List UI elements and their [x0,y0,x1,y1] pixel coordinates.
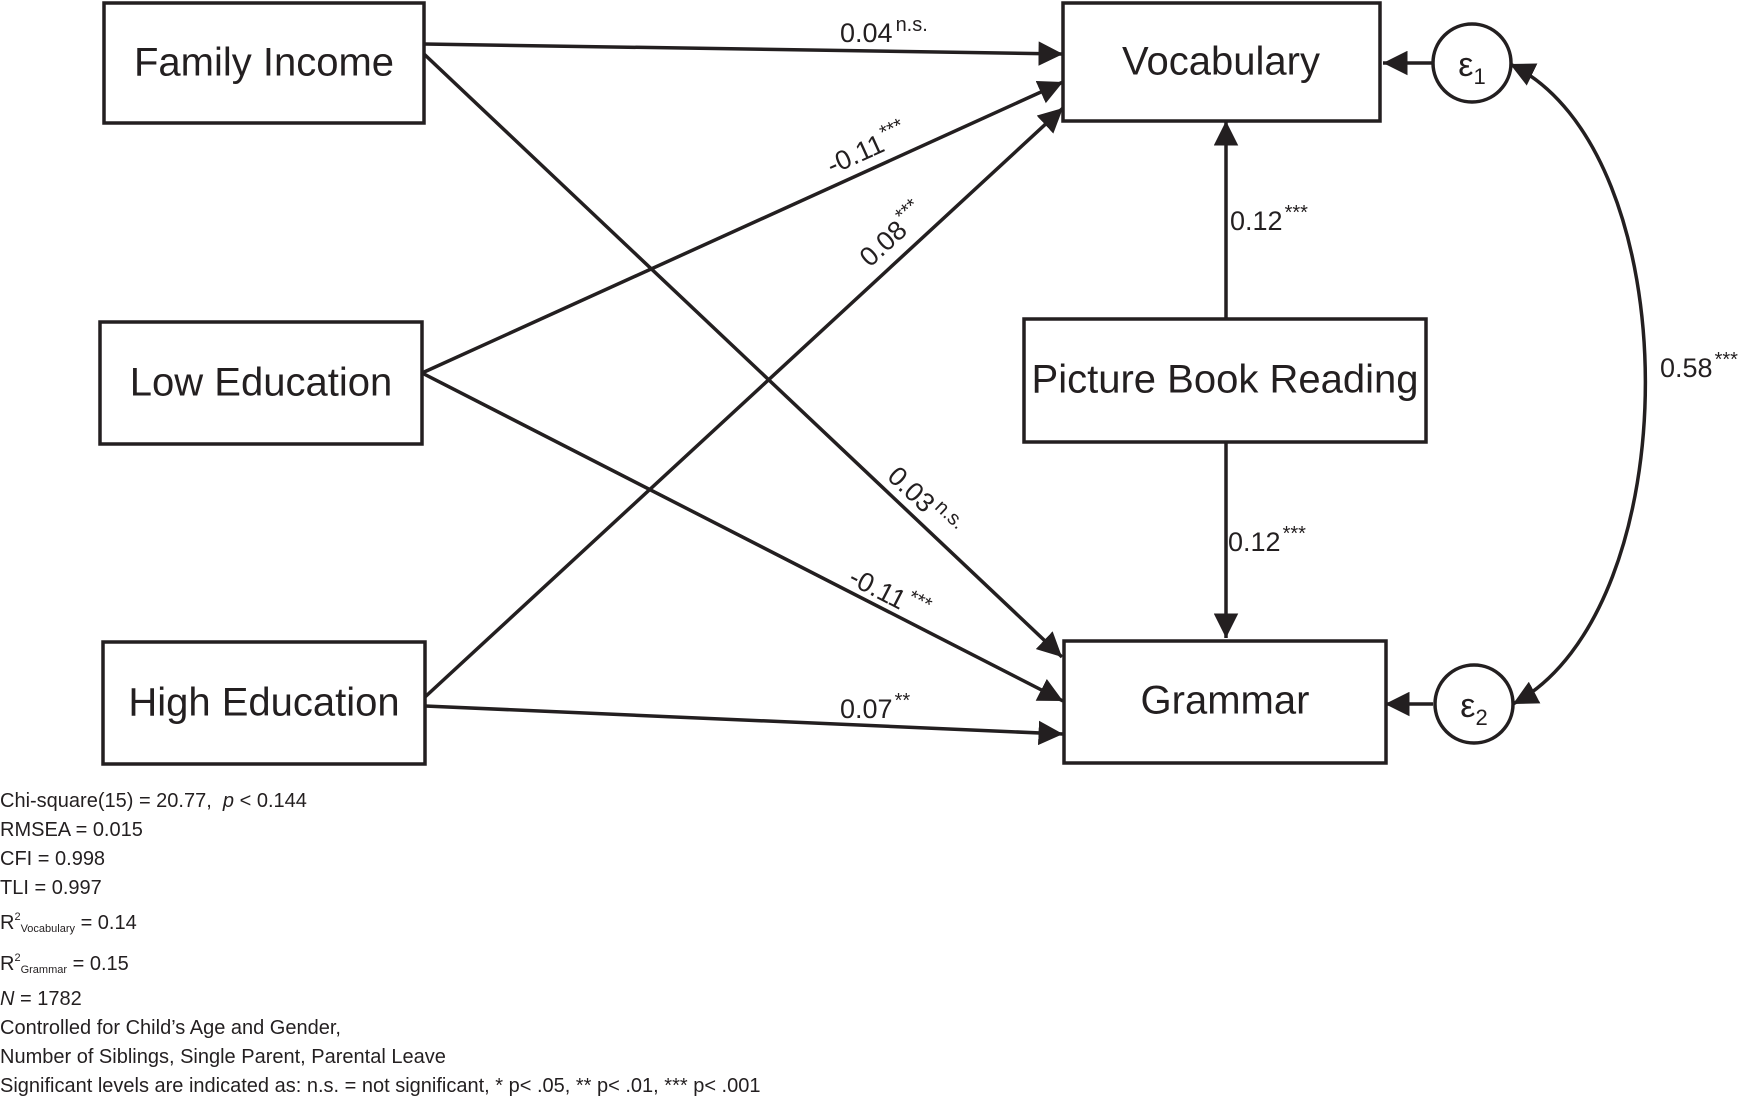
cfi-line: CFI = 0.998 [0,848,106,870]
grammar-box [1062,639,1388,765]
family-income-label: Family Income [134,41,394,85]
edge-loweducation-vocabulary [421,80,1064,375]
coef-higheducation-grammar: 0.07** [840,690,910,724]
edge-income-grammar [422,52,1064,659]
vocabulary-box [1061,1,1382,123]
controls-line-2: Number of Siblings, Single Parent, Paren… [0,1046,446,1068]
grammar-label: Grammar [1141,679,1310,723]
r2-grammar-line: R2Grammar = 0.15 [0,944,760,985]
error-e1-circle [1431,22,1513,104]
edge-higheducation-grammar [424,704,1064,746]
controls-line-1: Controlled for Child’s Age and Gender, [0,1017,341,1039]
n-symbol: N [0,988,15,1010]
family-income-box [102,1,426,125]
low-education-box [98,320,424,446]
chi-square-p-value: < 0.144 [234,790,307,812]
picture-book-reading-label: Picture Book Reading [1032,358,1419,402]
error-e2-label: ε2 [1460,687,1487,730]
p-symbol: p [222,790,235,812]
r2-vocabulary-value: = 0.14 [75,912,137,934]
r2-exponent: 2 [14,952,21,964]
r2-letter: R [0,953,15,975]
chi-square-line: Chi-square(15) = 20.77, p < 0.144 [0,787,760,816]
high-education-box [101,640,427,766]
residual-covariance-arc [1509,62,1648,706]
edge-higheducation-vocabulary [423,106,1065,699]
path-diagram: Family Income Low Education High Educati… [98,1,1738,766]
r2-grammar-value: = 0.15 [67,953,129,975]
picture-book-reading-box [1022,317,1428,444]
chi-square-text: Chi-square(15) = 20.77, [0,790,212,812]
r2-exponent: 2 [14,911,21,923]
r2-grammar-subscript: Grammar [20,964,68,976]
significance-legend: Significant levels are indicated as: n.s… [0,1075,761,1097]
tli-line: TLI = 0.997 [0,877,102,899]
coef-loweducation-grammar: -0.11*** [844,558,935,627]
r2-letter: R [0,912,15,934]
r2-vocabulary-line: R2Vocabulary = 0.14 [0,903,760,944]
low-education-label: Low Education [130,361,392,405]
high-education-label: High Education [128,681,399,725]
coef-reading-vocabulary: 0.12*** [1230,202,1308,236]
rmsea-line: RMSEA = 0.015 [0,819,143,841]
edge-loweducation-grammar [421,371,1064,703]
coef-reading-grammar: 0.12*** [1228,523,1306,557]
error-e2-circle [1433,663,1515,745]
r2-vocabulary-subscript: Vocabulary [20,923,76,935]
edge-income-vocabulary [423,41,1064,66]
vocabulary-label: Vocabulary [1122,40,1320,84]
sample-size-line: N = 1782 [0,985,760,1014]
error-e1-label: ε1 [1458,46,1485,89]
model-fit-notes: Chi-square(15) = 20.77, p < 0.144 RMSEA … [0,787,760,1101]
coef-residual-covariance: 0.58*** [1660,349,1738,383]
coef-higheducation-vocabulary: 0.08*** [851,194,931,272]
sample-size-value: = 1782 [14,988,82,1010]
